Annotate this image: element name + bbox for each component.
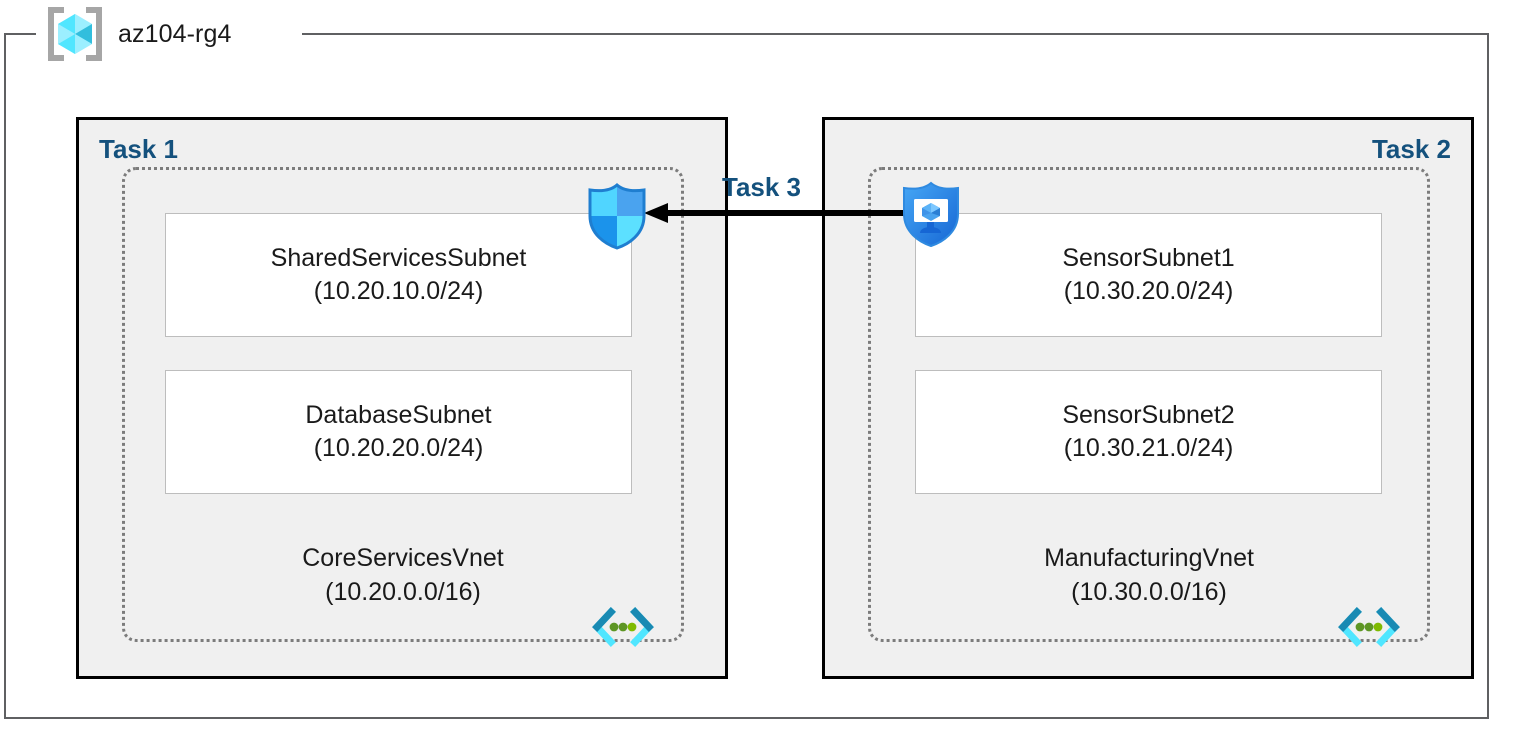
vnet-name: ManufacturingVnet <box>1044 544 1254 572</box>
subnet-cidr: (10.30.20.0/24) <box>1063 277 1234 305</box>
subnet-database: DatabaseSubnet (10.20.20.0/24) <box>165 370 632 494</box>
resource-group-border-left <box>4 33 6 719</box>
vnet-angle-brackets-icon <box>1338 607 1400 647</box>
vnet-name: CoreServicesVnet <box>302 544 504 572</box>
task-2-label: Task 2 <box>1371 134 1451 164</box>
subnet-cidr: (10.20.20.0/24) <box>313 434 484 462</box>
vnet-boundary-manufacturing <box>868 167 1430 642</box>
task-1-label: Task 1 <box>99 134 179 164</box>
subnet-name: SensorSubnet1 <box>1062 244 1235 272</box>
vnet-cidr: (10.30.0.0/16) <box>1071 577 1227 606</box>
subnet-name: SharedServicesSubnet <box>270 244 527 272</box>
vnet-peering-arrow <box>644 203 904 223</box>
subnet-shared-services: SharedServicesSubnet (10.20.10.0/24) <box>165 213 632 337</box>
subnet-sensor-1: SensorSubnet1 (10.30.20.0/24) <box>915 213 1382 337</box>
vnet-angle-brackets-icon <box>592 607 654 647</box>
resource-group-title: az104-rg4 <box>118 19 232 48</box>
azure-resource-group-cube-icon <box>48 7 102 61</box>
vnet-cidr: (10.20.0.0/16) <box>325 577 481 606</box>
vnet-boundary-core-services <box>122 167 684 642</box>
vnet-peering-monitor-shield-icon <box>903 181 959 248</box>
resource-group-header: az104-rg4 <box>44 6 231 62</box>
subnet-name: DatabaseSubnet <box>305 401 492 429</box>
resource-group-border-bottom <box>4 717 1489 719</box>
resource-group-border-top-right <box>302 33 1489 35</box>
vnet-caption-core-services: CoreServicesVnet (10.20.0.0/16) <box>153 542 653 609</box>
vnet-caption-manufacturing: ManufacturingVnet (10.30.0.0/16) <box>899 542 1399 609</box>
task-3-label: Task 3 <box>722 172 802 202</box>
subnet-name: SensorSubnet2 <box>1062 401 1235 429</box>
subnet-cidr: (10.30.21.0/24) <box>1063 434 1234 462</box>
resource-group-border-top-left-stub <box>4 33 36 35</box>
resource-group-border-right <box>1487 33 1489 719</box>
subnet-sensor-2: SensorSubnet2 (10.30.21.0/24) <box>915 370 1382 494</box>
vnet-peering-shield-icon <box>588 183 646 250</box>
subnet-cidr: (10.20.10.0/24) <box>313 277 484 305</box>
